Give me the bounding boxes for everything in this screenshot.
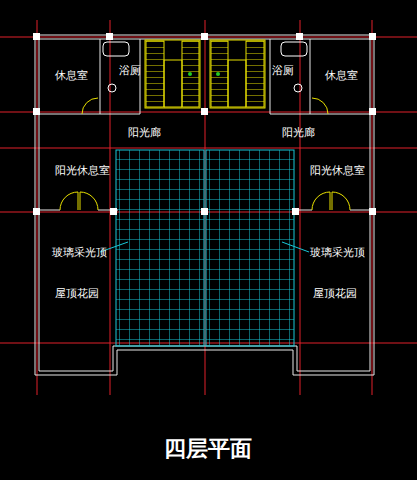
plan-title: 四层平面 bbox=[164, 434, 252, 464]
room-label: 浴厕 bbox=[272, 64, 294, 77]
room-label: 屋顶花园 bbox=[313, 287, 357, 300]
room-label: 阳光休息室 bbox=[310, 164, 365, 177]
room-label: 阳光休息室 bbox=[55, 164, 110, 177]
room-label: 休息室 bbox=[325, 69, 358, 82]
room-label: 玻璃采光顶 bbox=[52, 246, 107, 259]
room-label: 浴厕 bbox=[119, 64, 141, 77]
room-label: 阳光廊 bbox=[282, 126, 315, 139]
room-label: 玻璃采光顶 bbox=[310, 246, 365, 259]
room-label: 屋顶花园 bbox=[55, 287, 99, 300]
room-label: 阳光廊 bbox=[128, 126, 161, 139]
room-label: 休息室 bbox=[55, 69, 88, 82]
